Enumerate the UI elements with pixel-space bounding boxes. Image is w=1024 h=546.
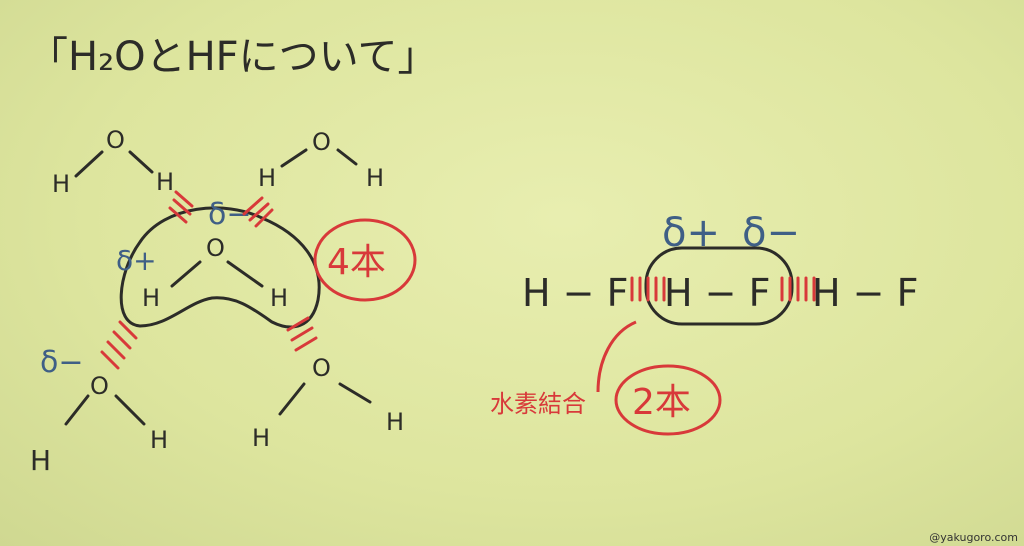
water-tr-o: O: [312, 128, 331, 156]
bond-line: [336, 148, 358, 166]
water-bl-h2: H: [150, 426, 168, 454]
water-br-h2: H: [386, 408, 404, 436]
hbond-pointer-arrow: [596, 320, 637, 393]
water-tl-h1: H: [52, 170, 70, 198]
bond-line: [338, 382, 372, 404]
central-molecule-loop: [119, 206, 321, 329]
delta-plus-water: δ+: [116, 244, 157, 277]
water-c-h1: H: [142, 284, 160, 312]
water-tl-o: O: [106, 126, 125, 154]
hbond-label: 水素結合: [490, 390, 586, 418]
bond-line: [170, 260, 202, 288]
delta-minus-hf: δ−: [742, 210, 800, 256]
water-br-h1: H: [252, 424, 270, 452]
bond-line: [280, 148, 308, 168]
delta-minus-bottom: δ−: [40, 345, 84, 380]
count-label-water: 4本: [327, 242, 386, 283]
hf-hbond-marks: [630, 276, 816, 302]
water-br-o: O: [312, 354, 331, 382]
bond-line: [278, 382, 306, 416]
water-bl-o: O: [90, 372, 109, 400]
bond-line: [74, 150, 104, 178]
count-label-hf: 2本: [632, 382, 691, 423]
bond-line: [128, 150, 154, 174]
delta-plus-hf: δ+: [662, 210, 720, 256]
central-hf-loop: [644, 246, 794, 326]
page-title: 「H₂OとHFについて」: [28, 34, 437, 80]
watermark-credit: @yakugoro.com: [929, 531, 1018, 544]
hf-center: H − F: [664, 271, 770, 315]
water-c-o: O: [206, 234, 225, 262]
bond-line: [114, 394, 146, 426]
water-tl-h2: H: [156, 168, 174, 196]
water-c-h2: H: [270, 284, 288, 312]
hbond-hash-marks: [100, 190, 318, 370]
hf-chain: H − F H − F H − F δ+ δ− 水素結合 2本: [490, 210, 918, 436]
hf-right: H − F: [812, 271, 918, 315]
water-tr-h1: H: [258, 164, 276, 192]
bond-line: [64, 394, 90, 426]
water-bl-h1: H: [30, 444, 51, 477]
hf-left: H − F: [522, 271, 628, 315]
water-tr-h2: H: [366, 164, 384, 192]
bond-line: [226, 260, 264, 288]
count-circle-water: [313, 218, 417, 302]
count-circle-hf: [614, 364, 722, 436]
water-network: H O H H O H O H H O H H O H: [30, 126, 417, 477]
